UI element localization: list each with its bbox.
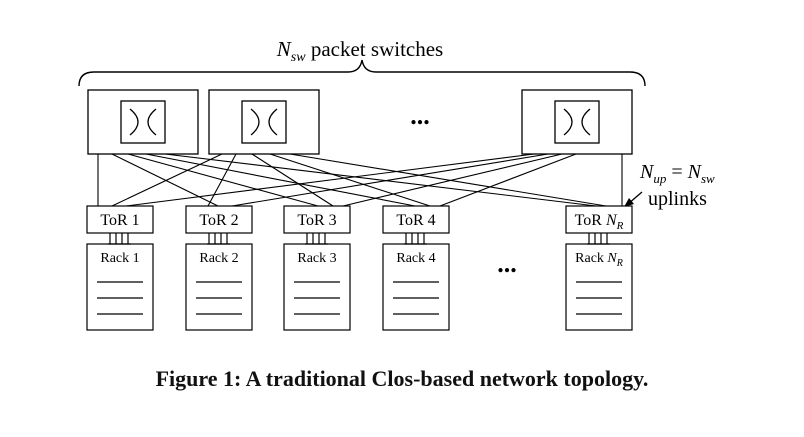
crossbar-icon xyxy=(563,108,591,136)
svg-text:Rack 4: Rack 4 xyxy=(396,251,435,266)
switches-label: Nsw packet switches xyxy=(276,37,443,65)
uplinks-arrowhead-icon xyxy=(624,198,634,207)
figure-caption: Figure 1: A traditional Clos-based netwo… xyxy=(155,366,649,391)
tor-4: ToR 4 xyxy=(382,205,450,234)
switch-1 xyxy=(87,89,199,155)
rack-n: Rack NR xyxy=(565,243,633,331)
tor-rack-links xyxy=(108,233,610,245)
svg-text:ToR 1: ToR 1 xyxy=(100,212,139,229)
switch-n xyxy=(521,89,633,155)
rack-1: Rack 1 xyxy=(86,243,154,331)
tor-3: ToR 3 xyxy=(283,205,351,234)
tor-2: ToR 2 xyxy=(185,205,253,234)
crossbar-icon xyxy=(250,108,278,136)
rack-4: Rack 4 xyxy=(382,243,450,331)
rack-3: Rack 3 xyxy=(283,243,351,331)
uplink-lines xyxy=(97,153,623,207)
tor-1: ToR 1 xyxy=(86,205,154,234)
clos-topology-diagram: Nsw packet switches ... xyxy=(78,37,715,331)
svg-text:ToR NR: ToR NR xyxy=(575,212,624,232)
rack-2: Rack 2 xyxy=(185,243,253,331)
uplinks-equation: Nup = Nsw xyxy=(639,161,715,186)
switch-2 xyxy=(208,89,320,155)
svg-text:ToR 4: ToR 4 xyxy=(396,212,435,229)
svg-text:ToR 3: ToR 3 xyxy=(297,212,336,229)
racks-ellipsis: ... xyxy=(497,249,517,278)
svg-text:Rack NR: Rack NR xyxy=(575,251,623,269)
crossbar-icon xyxy=(129,108,157,136)
tor-n: ToR NR xyxy=(565,205,633,234)
svg-text:ToR 2: ToR 2 xyxy=(199,212,238,229)
switches-ellipsis: ... xyxy=(410,101,430,130)
svg-text:Rack 3: Rack 3 xyxy=(297,251,336,266)
svg-text:Rack 2: Rack 2 xyxy=(199,251,238,266)
svg-text:Rack 1: Rack 1 xyxy=(100,251,139,266)
uplinks-word: uplinks xyxy=(648,188,707,210)
switches-brace xyxy=(78,59,646,87)
